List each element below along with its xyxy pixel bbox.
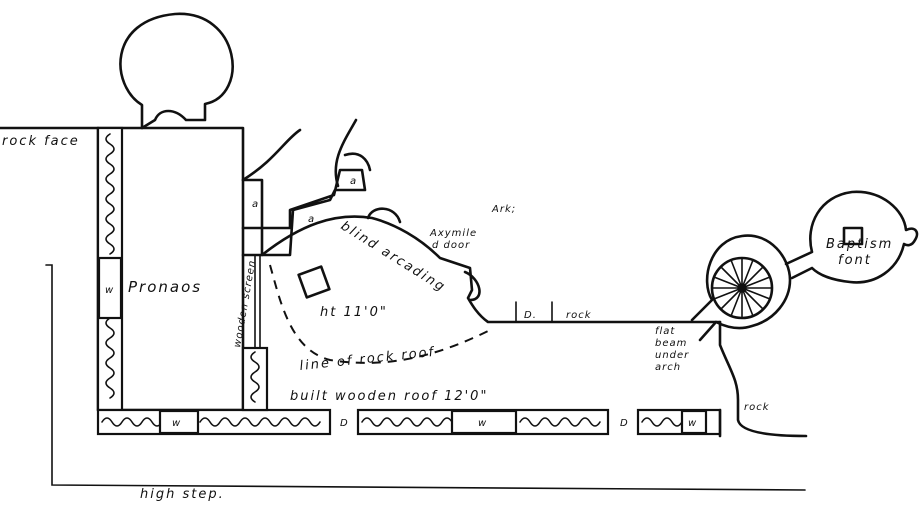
flat-beam-label-2: beam: [655, 338, 687, 349]
nave-bumps: [366, 207, 481, 302]
rock-label-2: rock: [744, 402, 770, 413]
height-label: ht 11'0": [320, 305, 388, 320]
rock-label: rock: [566, 310, 592, 321]
rock-face-label: rock face: [2, 134, 80, 149]
pronaos-label: Pronaos: [128, 278, 202, 296]
w-label-bottom-1: w: [172, 418, 181, 429]
flat-beam-label-4: arch: [655, 362, 681, 373]
w-label-left-wall: w: [105, 285, 114, 296]
apse-dome: [119, 12, 234, 130]
built-wooden-roof-label: built wooden roof 12'0": [290, 389, 488, 404]
passage-walls: [241, 168, 367, 257]
line-of-rock-roof: [269, 264, 491, 364]
left-wall: [96, 126, 124, 412]
door-label: d door: [432, 240, 470, 251]
d-label: D.: [524, 310, 537, 321]
wooden-screen-wall: [241, 254, 269, 412]
altar-square: [297, 265, 331, 299]
line-of-rock-roof-label: line of rock roof: [299, 345, 436, 374]
axymile-label: Axymile: [429, 228, 477, 239]
w-label-bottom-3: w: [688, 418, 697, 429]
w-label-bottom-2: w: [478, 418, 487, 429]
room-a-3: a: [350, 176, 357, 187]
high-step-outline: [45, 264, 806, 491]
high-step-label: high step.: [140, 487, 225, 502]
font-label: font: [838, 253, 872, 268]
flat-beam-label-1: flat: [655, 326, 675, 337]
flat-beam-label-3: under: [655, 350, 689, 361]
baptism-chamber: [784, 190, 919, 284]
rock-outcrop: [241, 118, 372, 188]
nave-outline: [260, 215, 722, 324]
circular-chamber: [690, 234, 792, 342]
room-a-2: a: [308, 214, 315, 225]
room-a-1: a: [252, 199, 259, 210]
door-label-2: D: [620, 418, 629, 429]
ark-label: Ark;: [491, 204, 516, 215]
door-label-1: D: [340, 418, 349, 429]
baptism-label: Baptism: [826, 237, 893, 252]
bottom-wall: [96, 408, 722, 436]
east-lobe: [718, 320, 808, 438]
